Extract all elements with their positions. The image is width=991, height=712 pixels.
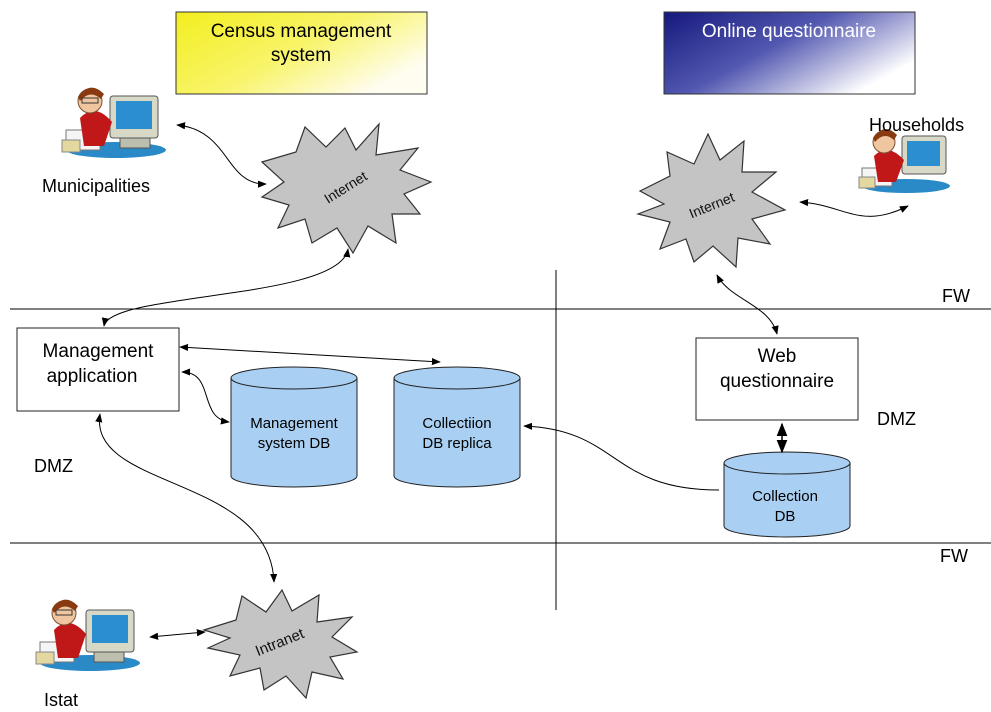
- management-application-line2: application: [47, 366, 138, 387]
- connector-collection-replica: [523, 422, 720, 491]
- connector-internet-webquestionnaire: [716, 274, 779, 335]
- management-system-db-line1: Management: [250, 415, 338, 432]
- intranet-cloud: Intranet: [201, 588, 359, 700]
- istat-user-icon: [35, 599, 140, 671]
- census-management-title: Census management system: [175, 11, 428, 95]
- collection-db-line2: DB: [775, 508, 796, 525]
- collection-db-replica: Collectiion DB replica: [393, 366, 521, 488]
- connector-management-replica: [179, 343, 441, 366]
- online-questionnaire-title: Online questionnaire: [663, 11, 916, 95]
- internet-cloud-right: Internet: [636, 132, 787, 269]
- households-label: Households: [869, 115, 964, 135]
- fw-label-bottom: FW: [940, 546, 968, 566]
- connectors: [95, 122, 909, 640]
- connector-municipalities-internet: [176, 122, 267, 188]
- online-title-text: Online questionnaire: [702, 21, 876, 42]
- management-system-db: Management system DB: [230, 366, 358, 488]
- web-questionnaire-line2: questionnaire: [720, 371, 834, 392]
- collection-db-line1: Collection: [752, 488, 818, 505]
- connector-management-internet: [101, 248, 351, 327]
- census-title-line2: system: [271, 45, 331, 66]
- collection-db-replica-line2: DB replica: [422, 435, 492, 452]
- connector-internet-households: [799, 198, 909, 217]
- management-application-line1: Management: [43, 341, 155, 362]
- connector-istat-intranet: [149, 629, 206, 640]
- internet-cloud-left: Internet: [260, 122, 433, 255]
- census-title-line1: Census management: [211, 21, 392, 42]
- management-system-db-line2: system DB: [258, 435, 331, 452]
- households-user-icon: [858, 129, 950, 193]
- web-questionnaire-box: Web questionnaire: [695, 337, 859, 421]
- municipalities-user-icon: [61, 87, 166, 158]
- dmz-label-right: DMZ: [877, 409, 916, 429]
- collection-db-replica-line1: Collectiion: [422, 415, 491, 432]
- fw-label-top: FW: [942, 286, 970, 306]
- dmz-label-left: DMZ: [34, 456, 73, 476]
- istat-label: Istat: [44, 690, 78, 710]
- connector-management-db: [181, 368, 230, 425]
- collection-db: Collection DB: [723, 451, 851, 538]
- connector-management-intranet: [95, 413, 278, 583]
- web-questionnaire-line1: Web: [758, 346, 797, 367]
- management-application-box: Management application: [16, 327, 180, 412]
- municipalities-label: Municipalities: [42, 176, 150, 196]
